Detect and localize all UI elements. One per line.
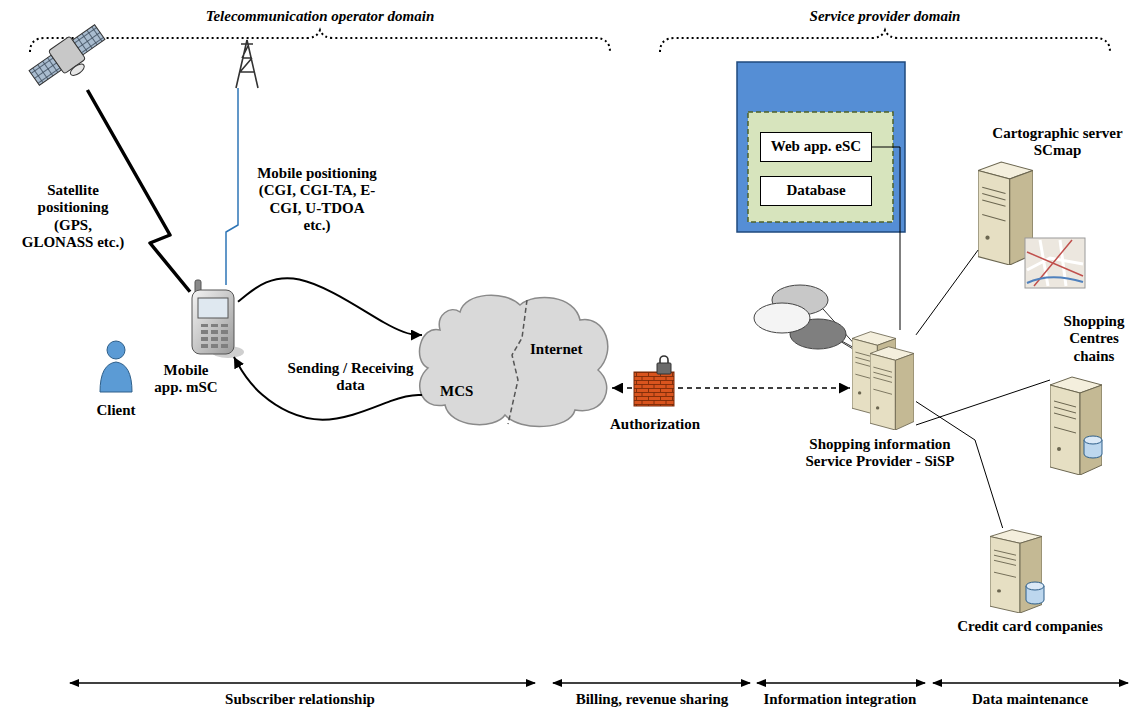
application-inner-frame	[748, 112, 893, 222]
map-routes	[1027, 240, 1083, 286]
integration-link	[872, 147, 900, 330]
relationship-arrow	[933, 682, 1128, 684]
database-cylinder-top	[1026, 582, 1044, 590]
data-flow-arc	[234, 357, 422, 420]
box-text: Database	[786, 182, 845, 199]
sisp-server: Shopping information Service Provider - …	[850, 330, 916, 430]
padlock-body	[657, 363, 671, 374]
cartographic-server: Cartographic server SCmap	[978, 160, 1033, 265]
web-app-box: Web app. eSC	[760, 132, 872, 162]
network-cloud	[419, 295, 607, 426]
relationship-label: Information integration	[750, 691, 930, 708]
relationship-arrow	[757, 682, 925, 684]
node-label: Cartographic server SCmap	[985, 125, 1130, 160]
credit-card-server: Credit card companies	[990, 528, 1042, 613]
integration-link	[916, 380, 1050, 425]
map-river	[1027, 277, 1083, 283]
network-cloud: MCS Internet	[422, 300, 612, 425]
database-box: Database	[760, 176, 872, 206]
phone-keypad	[199, 324, 228, 350]
map-thumbnail	[1025, 238, 1085, 288]
server-icon	[870, 347, 914, 430]
mobile-app-node: Mobile app. mSC	[190, 285, 238, 357]
satellite-dish	[68, 62, 86, 78]
relationship-arrow	[70, 682, 535, 684]
node-label: Mobile positioning (CGI, CGI-TA, E-CGI, …	[256, 165, 378, 234]
satellite-icon	[26, 21, 112, 96]
database-cylinder-top	[1084, 436, 1102, 444]
domain-bracket	[30, 30, 610, 52]
node-label: Shopping Centres chains	[1056, 313, 1132, 365]
node-label: Internet	[530, 341, 605, 358]
node-label: Satellite positioning (GPS, GLONASS etc.…	[20, 182, 126, 251]
relationship-arrow	[553, 682, 750, 684]
domain-bracket	[660, 30, 1110, 52]
box-text: Web app. eSC	[771, 138, 861, 155]
client-body	[100, 362, 132, 392]
domain-label: Telecommunication operator domain	[160, 8, 480, 25]
node-label: Credit card companies	[940, 618, 1120, 635]
flow-label: Sending / Receiving data	[283, 360, 418, 395]
network-divider	[508, 300, 527, 424]
authorization-link	[612, 387, 632, 389]
node-label: MCS	[440, 383, 490, 400]
satellite-node: Satellite positioning (GPS, GLONASS etc.…	[30, 20, 105, 90]
authorization-link	[678, 387, 850, 389]
firewall-node: Authorization	[632, 368, 678, 408]
tower-node: Mobile positioning (CGI, CGI-TA, E-CGI, …	[228, 38, 266, 88]
shopping-centres-server: Shopping Centres chains	[1050, 375, 1102, 475]
server-icon	[1050, 377, 1102, 475]
node-label: Authorization	[605, 416, 705, 433]
phone-body	[192, 290, 234, 354]
client-node: Client	[98, 338, 134, 394]
phone-screen	[198, 298, 228, 318]
firewall-icon	[634, 372, 674, 406]
relationship-label: Billing, revenue sharing	[562, 691, 742, 708]
client-ellipse	[754, 303, 810, 333]
node-label: Shopping information Service Provider - …	[795, 436, 965, 471]
relationship-label: Data maintenance	[935, 691, 1125, 708]
integration-link	[916, 250, 978, 335]
map-roads	[1027, 240, 1083, 286]
node-label: Client	[86, 402, 146, 419]
domain-label: Service provider domain	[735, 8, 1035, 25]
relationship-label: Subscriber relationship	[205, 691, 395, 708]
node-label: Mobile app. mSC	[148, 362, 224, 397]
client-head	[107, 341, 125, 359]
positioning-signal	[226, 88, 238, 285]
data-flow-arc	[238, 278, 422, 335]
positioning-signal	[87, 90, 190, 292]
mobile-tower	[236, 40, 258, 88]
